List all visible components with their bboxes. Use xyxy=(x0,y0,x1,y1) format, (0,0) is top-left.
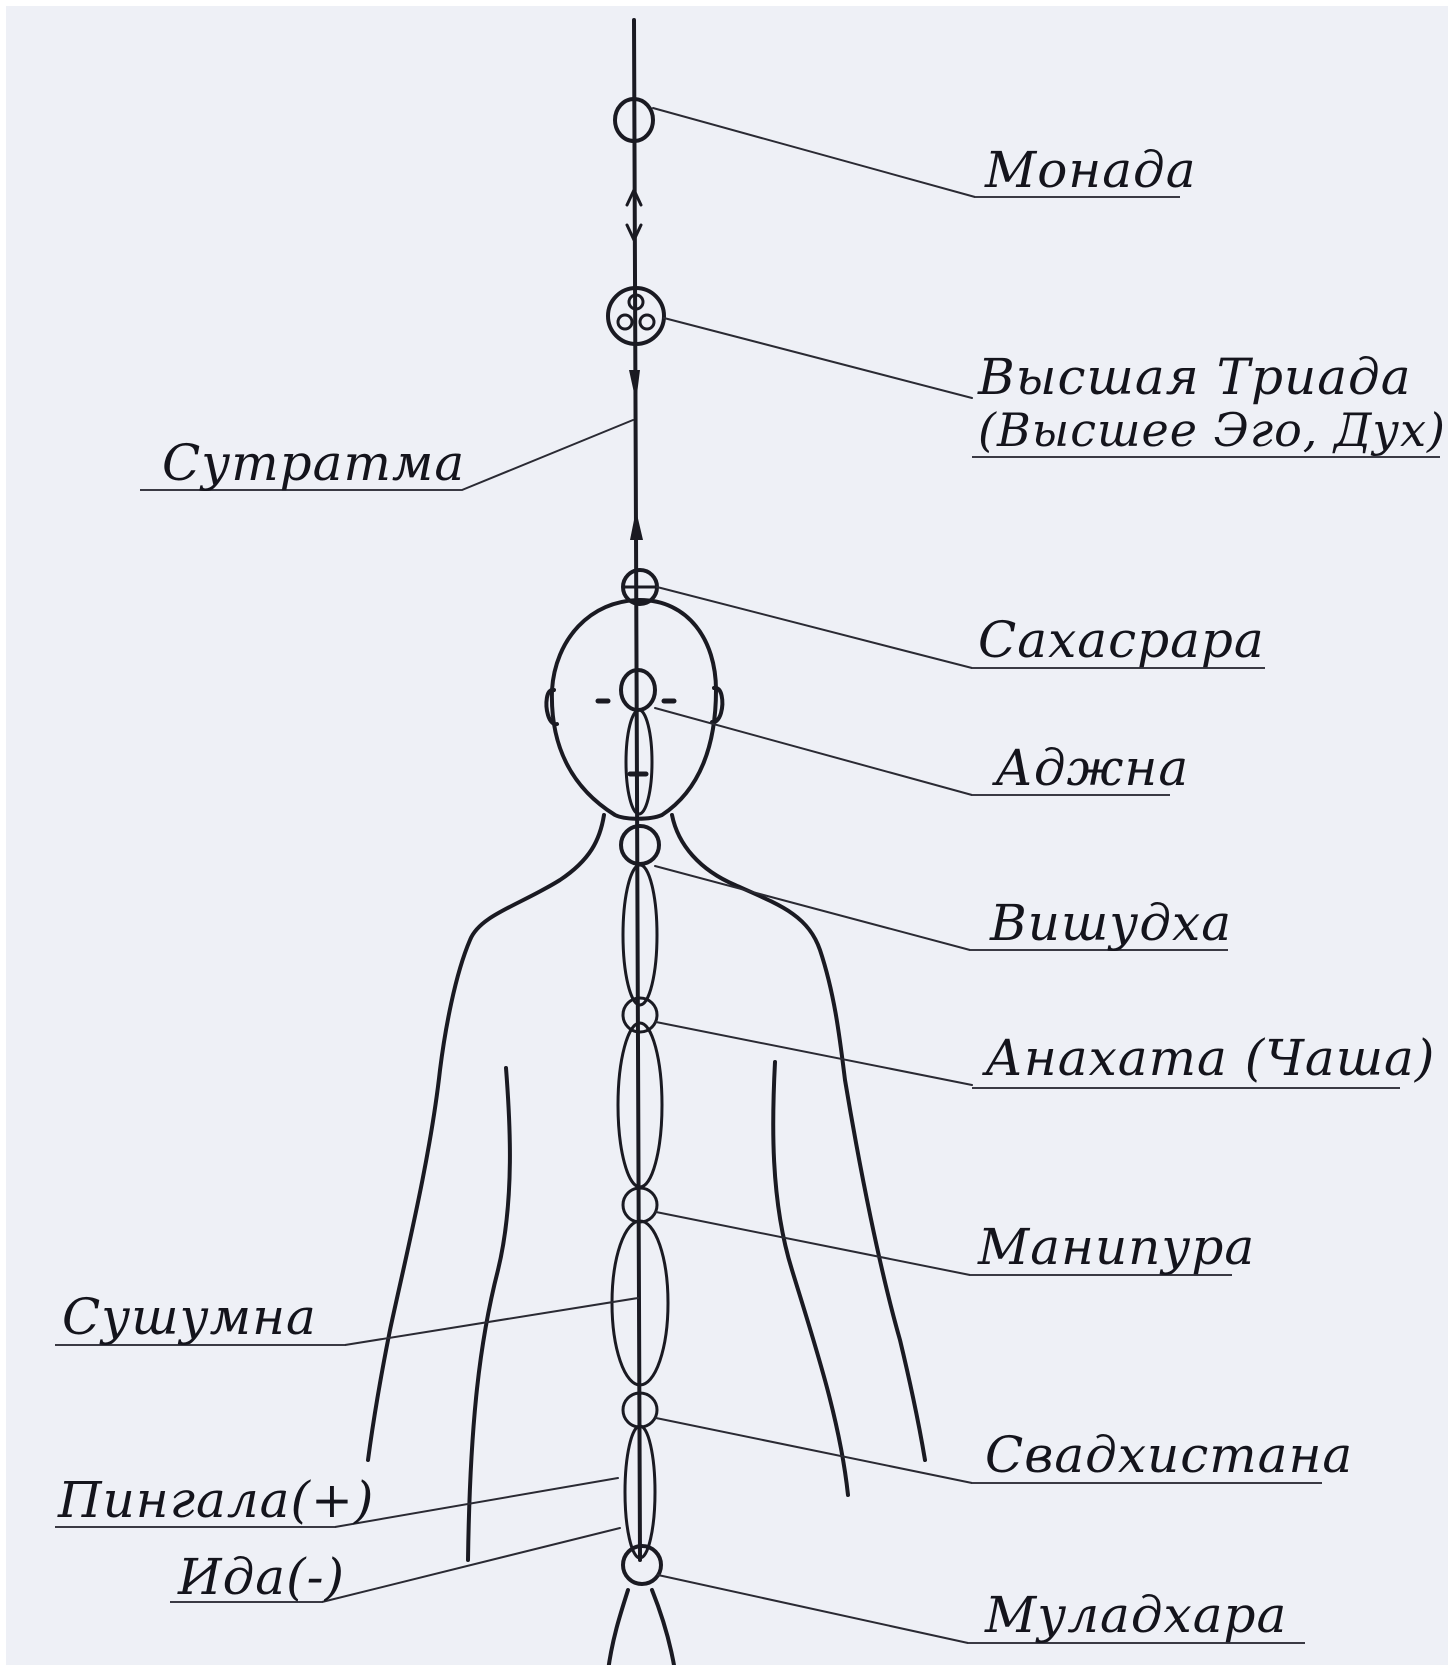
label-anahata: Анахата (Чаша) xyxy=(985,1033,1435,1083)
thread-arrow-up-bold xyxy=(630,510,643,540)
leader-monada xyxy=(653,108,975,197)
vishuddha-circle xyxy=(621,826,659,864)
nadi-pod-1 xyxy=(623,865,657,1005)
label-muladhara: Муладхара xyxy=(985,1590,1287,1640)
right-leg xyxy=(652,1590,675,1671)
left-leg xyxy=(608,1590,628,1671)
leader-ajna xyxy=(655,708,972,795)
label-vishuddha: Вишудха xyxy=(990,898,1232,948)
leader-pingala xyxy=(335,1478,618,1527)
right-torso-side xyxy=(773,1062,848,1495)
muladhara-circle xyxy=(623,1546,661,1584)
leader-muladhara xyxy=(658,1575,968,1643)
label-svadhisthana: Свадхистана xyxy=(985,1430,1353,1480)
left-torso-side xyxy=(468,1068,510,1560)
right-body-outline xyxy=(672,815,925,1460)
label-sahasrara: Сахасрара xyxy=(978,615,1265,665)
leader-triada xyxy=(664,318,972,398)
label-ida: Ида(-) xyxy=(178,1552,345,1602)
label-triada-line2: (Высшее Эго, Дух) xyxy=(978,407,1446,453)
label-triada-line1: Высшая Триада xyxy=(978,352,1412,402)
chakra-small-1 xyxy=(623,998,657,1032)
label-sutratma: Сутратма xyxy=(162,438,465,488)
left-body-outline xyxy=(368,815,604,1460)
leader-ida xyxy=(322,1528,620,1602)
leader-sahasrara xyxy=(657,587,972,668)
central-channel xyxy=(634,20,640,1560)
leader-anahata xyxy=(656,1022,972,1085)
leader-manipura xyxy=(656,1212,970,1275)
leader-sutratma xyxy=(462,420,633,490)
label-sushumna: Сушумна xyxy=(62,1292,317,1342)
label-pingala: Пингала(+) xyxy=(58,1475,374,1525)
label-manipura: Манипура xyxy=(978,1222,1255,1272)
label-monada: Монада xyxy=(985,145,1197,195)
label-ajna: Аджна xyxy=(995,743,1189,793)
